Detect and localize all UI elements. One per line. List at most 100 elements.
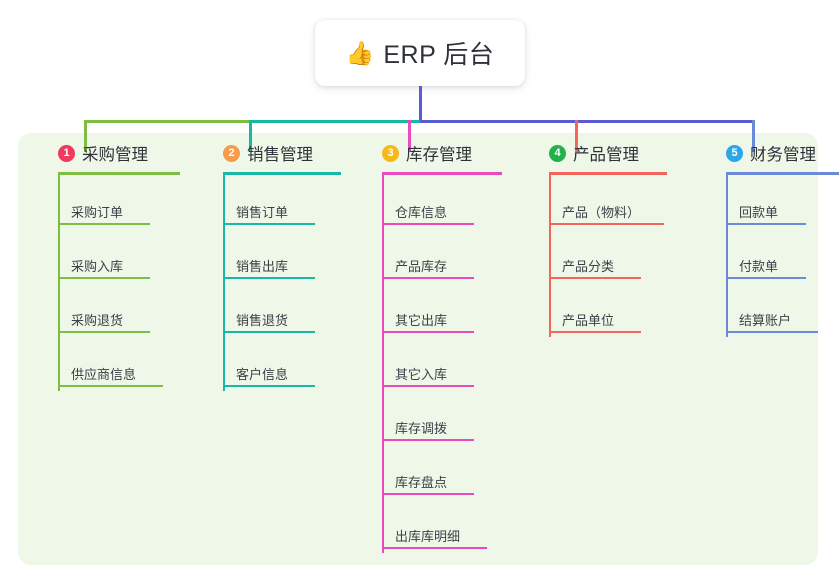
branch-3[interactable]: 3 库存管理仓库信息产品库存其它出库其它入库库存调拨库存盘点出库库明细	[360, 140, 502, 553]
leaf-item[interactable]: 销售订单	[201, 175, 341, 229]
leaf-label: 客户信息	[236, 367, 289, 382]
branch-badge-1: 1	[58, 144, 75, 162]
leaf-label: 供应商信息	[71, 367, 137, 382]
branch-4[interactable]: 4 产品管理产品（物料） 产品分类产品单位	[527, 140, 667, 337]
branch-title-5: 财务管理	[750, 146, 816, 164]
branch-underline-5	[726, 172, 839, 175]
leaf-item[interactable]: 客户信息	[201, 337, 341, 391]
leaf-underline	[726, 331, 818, 333]
branch-title-4: 产品管理	[573, 146, 639, 164]
leaf-underline	[223, 277, 315, 279]
leaf-underline	[382, 331, 474, 333]
leaf-underline	[58, 223, 150, 225]
leaf-item[interactable]: 其它出库	[360, 283, 502, 337]
leaf-underline	[382, 493, 474, 495]
leaf-item[interactable]: 仓库信息	[360, 175, 502, 229]
branch-rail-5	[726, 175, 728, 337]
leaf-item[interactable]: 产品（物料）	[527, 175, 667, 229]
leaf-label: 产品单位	[562, 313, 615, 328]
branch-badge-4: 4	[549, 144, 566, 162]
leaf-item[interactable]: 采购订单	[36, 175, 180, 229]
leaf-label: 其它入库	[395, 367, 448, 382]
branch-drop-3	[408, 120, 411, 152]
branch-underline-3	[382, 172, 502, 175]
branch-1[interactable]: 1 采购管理采购订单采购入库采购退货供应商信息	[36, 140, 180, 391]
leaf-item[interactable]: 销售出库	[201, 229, 341, 283]
branch-rail-3	[382, 175, 384, 553]
leaf-label: 采购订单	[71, 205, 124, 220]
branch-drop-5	[752, 120, 755, 152]
bus-segment-2	[249, 120, 423, 123]
branch-rail-4	[549, 175, 551, 337]
leaf-item[interactable]: 结算账户	[704, 283, 839, 337]
leaf-item[interactable]: 采购入库	[36, 229, 180, 283]
leaf-label: 产品（物料）	[562, 205, 641, 220]
leaf-label: 采购入库	[71, 259, 124, 274]
branch-rail-1	[58, 175, 60, 391]
leaf-label: 销售退货	[236, 313, 289, 328]
branch-underline-2	[223, 172, 341, 175]
branch-badge-3: 3	[382, 144, 399, 162]
branch-items-1: 采购订单采购入库采购退货供应商信息	[36, 175, 180, 391]
root-connector	[419, 86, 422, 123]
leaf-underline	[382, 223, 474, 225]
leaf-item[interactable]: 库存盘点	[360, 445, 502, 499]
leaf-label: 付款单	[739, 259, 779, 274]
leaf-underline	[382, 547, 487, 549]
leaf-underline	[223, 331, 315, 333]
branch-items-5: 回款单付款单结算账户	[704, 175, 839, 337]
leaf-item[interactable]: 回款单	[704, 175, 839, 229]
leaf-underline	[726, 277, 806, 279]
branch-underline-1	[58, 172, 180, 175]
leaf-underline	[223, 385, 315, 387]
leaf-underline	[549, 277, 641, 279]
branch-badge-5: 5	[726, 144, 743, 162]
bus-segment-3	[420, 120, 755, 123]
branch-items-3: 仓库信息产品库存其它出库其它入库库存调拨库存盘点出库库明细	[360, 175, 502, 553]
leaf-item[interactable]: 销售退货	[201, 283, 341, 337]
branch-header-1[interactable]: 1 采购管理	[36, 140, 180, 166]
branch-title-1: 采购管理	[82, 146, 148, 164]
leaf-underline	[58, 277, 150, 279]
leaf-item[interactable]: 产品单位	[527, 283, 667, 337]
branch-header-3[interactable]: 3 库存管理	[360, 140, 502, 166]
leaf-label: 产品分类	[562, 259, 615, 274]
leaf-item[interactable]: 产品库存	[360, 229, 502, 283]
branch-5[interactable]: 5 财务管理回款单付款单结算账户	[704, 140, 839, 337]
leaf-underline	[382, 277, 474, 279]
branch-underline-4	[549, 172, 667, 175]
leaf-label: 库存调拨	[395, 421, 448, 436]
branch-title-2: 销售管理	[247, 146, 313, 164]
leaf-label: 回款单	[739, 205, 779, 220]
branch-items-4: 产品（物料） 产品分类产品单位	[527, 175, 667, 337]
leaf-item[interactable]: 付款单	[704, 229, 839, 283]
leaf-item[interactable]: 供应商信息	[36, 337, 180, 391]
leaf-label: 销售订单	[236, 205, 289, 220]
branch-title-3: 库存管理	[406, 146, 472, 164]
leaf-underline	[549, 223, 664, 225]
leaf-item[interactable]: 库存调拨	[360, 391, 502, 445]
branch-drop-1	[84, 120, 87, 152]
root-node[interactable]: 👍 ERP 后台	[315, 20, 525, 86]
leaf-underline	[223, 223, 315, 225]
leaf-label: 出库库明细	[395, 529, 461, 544]
branch-rail-2	[223, 175, 225, 391]
branch-header-4[interactable]: 4 产品管理	[527, 140, 667, 166]
branch-drop-4	[575, 120, 578, 152]
leaf-item[interactable]: 其它入库	[360, 337, 502, 391]
leaf-label: 结算账户	[739, 313, 792, 328]
root-title: ERP 后台	[383, 41, 495, 69]
leaf-item[interactable]: 产品分类	[527, 229, 667, 283]
leaf-item[interactable]: 出库库明细	[360, 499, 502, 553]
leaf-underline	[726, 223, 806, 225]
leaf-underline	[58, 385, 163, 387]
leaf-label: 库存盘点	[395, 475, 448, 490]
leaf-label: 产品库存	[395, 259, 448, 274]
leaf-underline	[382, 439, 474, 441]
leaf-item[interactable]: 采购退货	[36, 283, 180, 337]
branch-header-5[interactable]: 5 财务管理	[704, 140, 839, 166]
leaf-label: 销售出库	[236, 259, 289, 274]
leaf-underline	[382, 385, 474, 387]
